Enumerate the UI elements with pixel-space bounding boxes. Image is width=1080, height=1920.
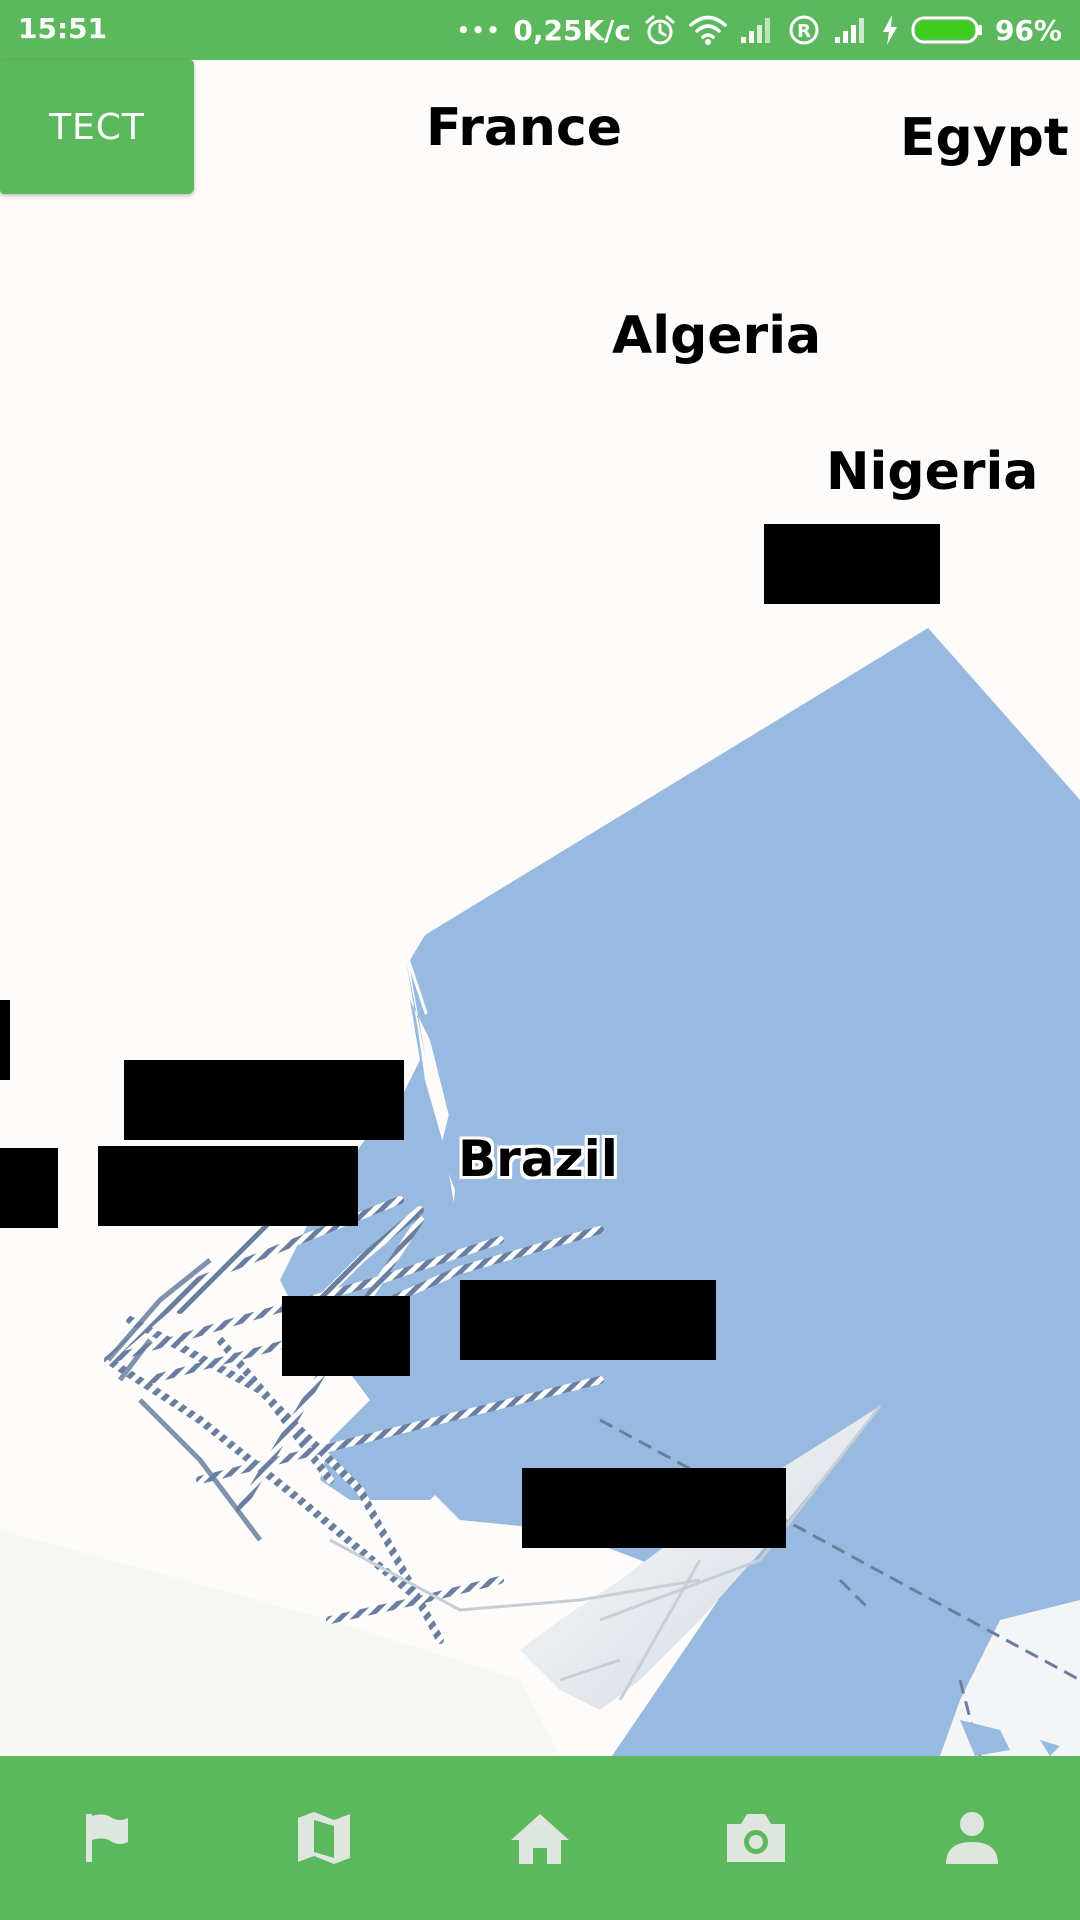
nav-map[interactable]: [264, 1778, 384, 1898]
signal-icon: [739, 15, 775, 45]
battery-percent: 96%: [994, 13, 1062, 47]
label-france: France: [426, 98, 623, 158]
roaming-letter: R: [797, 21, 811, 42]
label-brazil: Brazil: [458, 1130, 618, 1188]
status-bar: 15:51 ••• 0,25K/c: [0, 0, 1080, 60]
camera-icon: [727, 1814, 785, 1862]
map-icon: [298, 1812, 350, 1864]
land-bottom-right: [940, 1600, 1080, 1756]
faint-routes: [329, 1405, 882, 1701]
bottom-nav: [0, 1756, 1080, 1920]
status-time: 15:51: [18, 12, 108, 45]
route-lines-solid: [106, 1258, 262, 1542]
redacted-label: [460, 1280, 716, 1360]
nav-profile[interactable]: [912, 1778, 1032, 1898]
nav-flag[interactable]: [48, 1778, 168, 1898]
redacted-label: [98, 1146, 358, 1226]
dashed-lines: [599, 1418, 1080, 1756]
nav-camera[interactable]: [696, 1778, 816, 1898]
map-canvas: [0, 628, 1080, 1756]
flag-icon: [86, 1814, 128, 1862]
coastline-bottom-right: [960, 1720, 1060, 1756]
net-speed: 0,25K/c: [513, 13, 631, 47]
land-bottom-left: [0, 1530, 560, 1756]
redacted-label: [282, 1296, 410, 1376]
charging-icon: [881, 14, 899, 46]
battery-icon: [911, 15, 983, 45]
alarm-icon: [643, 13, 677, 47]
ocean-main: [330, 628, 1080, 1756]
ice-shelf: [520, 1406, 880, 1710]
roaming-icon: R: [787, 13, 821, 47]
label-egypt: Egypt: [900, 108, 1069, 168]
label-algeria: Algeria: [612, 306, 822, 366]
redacted-label: [124, 1060, 404, 1140]
redacted-label: [764, 524, 940, 604]
wifi-icon: [689, 14, 727, 46]
redacted-label: [0, 1000, 10, 1080]
notification-dots: •••: [457, 18, 502, 42]
label-nigeria: Nigeria: [826, 442, 1039, 502]
status-indicators: ••• 0,25K/c: [457, 8, 1062, 52]
map-view[interactable]: France Egypt Algeria Nigeria Brazil: [0, 60, 1080, 1756]
redacted-label: [0, 1148, 58, 1228]
person-icon: [946, 1812, 998, 1864]
test-button[interactable]: TECT: [0, 60, 194, 194]
nav-home[interactable]: [480, 1778, 600, 1898]
home-icon: [511, 1814, 569, 1864]
redacted-label: [522, 1468, 786, 1548]
signal-icon-2: [833, 15, 869, 45]
